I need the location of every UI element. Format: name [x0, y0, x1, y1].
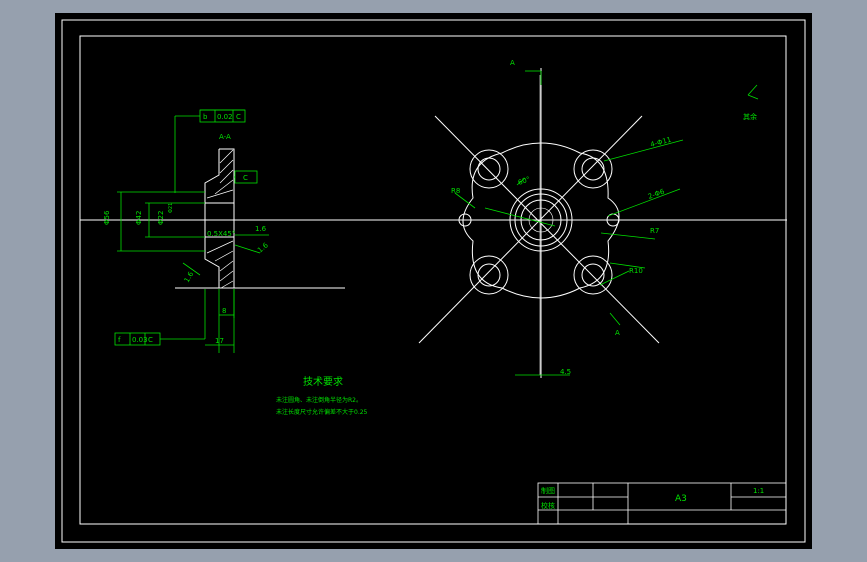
tol-bottom-datum: C	[148, 336, 153, 344]
dim-bottom: 4.5	[560, 368, 571, 376]
title-block	[537, 482, 787, 525]
tol-top-sym: b	[203, 113, 208, 121]
tol-top-val: 0.02	[217, 113, 233, 121]
dim-inner-diameter: Φ22	[157, 211, 165, 225]
tol-top-datum: C	[236, 113, 241, 121]
dim-bottom-left: 1.6	[183, 270, 196, 284]
angle-label: 60°	[517, 175, 531, 187]
hole-label-mid: 2-Φ6	[647, 187, 666, 200]
tech-req-title: 技术要求	[303, 375, 343, 388]
cad-viewport[interactable]: A-A Φ56 Φ42 Φ22 Φ21 0.5X45° 1.6 1.6 1.6 …	[55, 13, 812, 549]
dim-small-diameter: Φ21	[168, 203, 174, 213]
section-view	[80, 148, 787, 289]
tech-req-line2: 未注长度尺寸允许偏差不大于0.25	[276, 408, 368, 416]
front-dimensions	[454, 70, 759, 376]
sheet-size: A3	[675, 494, 687, 504]
hatch-top	[206, 149, 234, 199]
flange-outline	[204, 148, 235, 289]
radius-lower: R10	[629, 267, 643, 275]
dim-bottom-17: 17	[215, 337, 224, 345]
tech-req-line1: 未注圆角、未注倒角半径为R2。	[276, 396, 362, 404]
tol-bottom-sym: f	[118, 336, 121, 344]
dim-mid-diameter: Φ42	[135, 211, 143, 225]
section-label: A-A	[219, 133, 231, 141]
scale-value: 1:1	[753, 487, 764, 495]
dim-right-top: 1.6	[255, 225, 267, 233]
hole-label-top: 4-Φ11	[649, 136, 672, 149]
chamfer-dim: 0.5X45°	[207, 230, 235, 238]
section-mark-top: A	[510, 59, 515, 67]
checked-by-label: 校核	[541, 501, 555, 510]
inner-frame	[79, 35, 787, 525]
drawing-canvas: A-A Φ56 Φ42 Φ22 Φ21 0.5X45° 1.6 1.6 1.6 …	[61, 19, 806, 543]
tol-bottom-val: 0.03	[132, 336, 148, 344]
section-dimensions	[114, 109, 269, 353]
roughness-note: 其余	[743, 112, 757, 121]
section-mark-bottom: A	[615, 329, 620, 337]
dim-outer-diameter: Φ56	[103, 210, 111, 225]
label-r7: R7	[650, 227, 659, 235]
front-view	[418, 68, 660, 378]
outer-frame	[61, 19, 806, 543]
drawn-by-label: 制图	[541, 486, 555, 495]
dim-bottom-8: 8	[222, 307, 226, 315]
radius-left: R8	[451, 187, 460, 195]
datum-label: C	[243, 174, 248, 182]
hatch-bottom	[206, 240, 234, 289]
